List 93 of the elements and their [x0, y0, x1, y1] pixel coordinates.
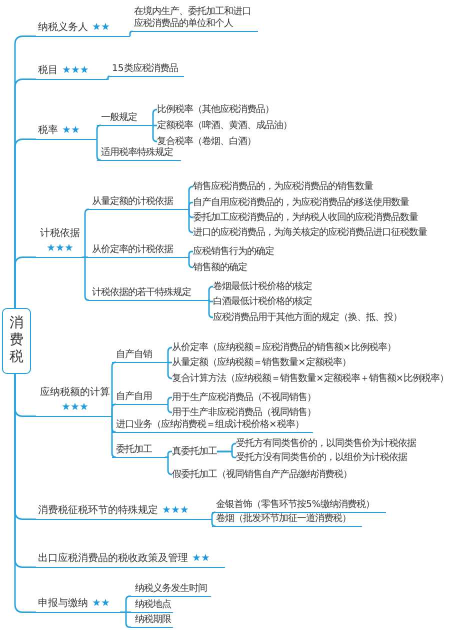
topic-text: 出口应税消费品的税收政策及管理 — [38, 553, 188, 564]
branch-text: 白酒最低计税价格的核定 — [213, 295, 312, 308]
branch-text: 自产自用应税消费品的，为应税消费品的移送使用数量 — [193, 196, 409, 209]
branch-topic: 15类应税消费品 — [108, 62, 184, 77]
branch-topic: 卷烟（批发环节加征一道消费税） — [212, 512, 362, 527]
branch-text: 从量定额（应纳税额＝销售数量×定额税率） — [172, 356, 351, 369]
branch-text: 假委托加工（视同销售自产产品缴纳消费税） — [172, 468, 352, 481]
branch-text: 受托方有同类售价的，以同类售价为计税依据 — [236, 437, 416, 450]
branch-text: 进口的应税消费品，为海关核定的应税消费品进口征税数量 — [193, 226, 427, 239]
connector-line — [14, 256, 36, 308]
branch-text: 卷烟最低计税价格的核定 — [213, 280, 312, 293]
branch-text: 销售额的确定 — [193, 261, 247, 274]
topic-text: 纳税义务人 — [38, 22, 88, 33]
connector-line — [152, 124, 158, 142]
connector-line — [188, 208, 194, 234]
branch-text: 受托方没有同类售价的，以组价为计税依据 — [236, 451, 407, 464]
branch-text: 委托加工应税消费品的，为纳税人收回的应税消费品数量 — [193, 211, 418, 224]
star-rating: ★★★ — [46, 242, 74, 256]
star-rating: ★★ — [192, 553, 210, 564]
connector-line — [188, 256, 194, 268]
branch-topic: 在境内生产、委托加工和进口应税消费品的单位和个人 — [130, 6, 258, 32]
connector-line — [82, 256, 90, 301]
topic-text: 计税依据 — [39, 226, 81, 241]
branch-text: 应税销售行为的确定 — [193, 245, 274, 258]
connector-line — [167, 396, 172, 405]
branch-text: 用于生产非应税消费品（视同销售） — [172, 406, 316, 419]
connector-line — [168, 362, 172, 364]
branch-text: 从价定率（应纳税额＝应税消费品的销售额×比例税率） — [172, 341, 396, 354]
connector-line — [188, 202, 194, 210]
connector-line — [96, 138, 102, 161]
branch-topic: 进口业务（应纳消费税＝组成计税价格×税率） — [112, 418, 313, 433]
root-box: 消费税 — [2, 308, 31, 374]
connector-line — [153, 124, 157, 126]
connector-line — [111, 416, 117, 458]
branch-topic — [36, 503, 212, 520]
branch-topic: 计税依据的若干特殊规定 — [88, 286, 208, 301]
star-rating: ★★ — [62, 125, 80, 136]
connector-line — [208, 300, 213, 302]
branch-text: 销售应税消费品的，为应税消费品的销售数量 — [193, 180, 373, 193]
connector-line — [188, 250, 193, 258]
connector-line — [208, 300, 214, 318]
branch-text: 比例税率（其他应税消费品） — [157, 103, 274, 116]
branch-topic: 金银首饰（零售环节按5%缴纳消费税） — [212, 498, 386, 513]
branch-topic: 纳税地点 — [131, 598, 173, 613]
topic-text: 税率 — [38, 125, 58, 136]
branch-topic: 适用税率特殊规定 — [97, 146, 181, 161]
star-rating: ★★★ — [60, 401, 90, 415]
connector-line — [211, 518, 216, 527]
branch-topic: 纳税期限 — [131, 613, 173, 628]
connector-line — [14, 374, 36, 613]
connector-line — [129, 30, 134, 37]
branch-text: 复合税率（卷烟、白酒） — [157, 135, 256, 148]
branch-topic — [36, 551, 225, 568]
star-rating: ★★ — [92, 598, 110, 609]
connector-line — [211, 512, 216, 520]
branch-text: 复合计算方法（应纳税额＝销售数量×定额税率＋销售额×比例税率） — [172, 372, 449, 385]
connector-line — [217, 450, 236, 458]
branch-topic: 纳税义务发生时间 — [131, 582, 211, 597]
topic-text: 应纳税额的计算 — [39, 386, 111, 400]
branch-text: 用于生产应税消费品（不视同销售） — [172, 391, 316, 404]
branch-topic: 自产自销 — [112, 348, 168, 363]
star-rating: ★★ — [92, 22, 110, 33]
star-rating: ★★★ — [62, 65, 89, 76]
connector-line — [167, 362, 173, 380]
connector-line — [152, 108, 158, 126]
topic-text: 税目 — [38, 65, 58, 76]
connector-line — [96, 124, 102, 140]
branch-text: 应税消费品用于其他方面的规定（换、抵、投） — [213, 311, 402, 324]
branch-topic — [36, 385, 112, 417]
connector-line — [165, 456, 173, 476]
topic-text: 消费税征税环节的特殊规定 — [38, 505, 158, 516]
branch-topic: 自产自用 — [112, 390, 168, 405]
connector-line — [208, 286, 214, 301]
connector-line — [167, 404, 173, 414]
connector-line — [106, 76, 110, 80]
branch-topic: 委托加工 — [112, 443, 165, 458]
connector-line — [165, 450, 172, 458]
branch-text: 定额税率（啤酒、黄酒、成品油） — [157, 119, 292, 132]
branch-topic — [36, 63, 106, 80]
branch-topic — [36, 596, 120, 613]
branch-topic — [36, 123, 97, 140]
connector-line — [111, 404, 117, 417]
branch-topic — [36, 226, 82, 258]
branch-text: 真委托加工 — [172, 445, 217, 458]
star-rating: ★★★ — [162, 505, 189, 516]
branch-topic: 一般规定 — [97, 111, 153, 126]
branch-topic: 从价定率的计税依据 — [88, 243, 188, 258]
connector-line — [120, 612, 132, 628]
connector-line — [167, 346, 173, 363]
branch-topic — [36, 20, 130, 37]
connector-line — [82, 208, 90, 258]
branch-topic: 从量定额的计税依据 — [88, 195, 188, 210]
topic-text: 申报与缴纳 — [38, 598, 88, 609]
